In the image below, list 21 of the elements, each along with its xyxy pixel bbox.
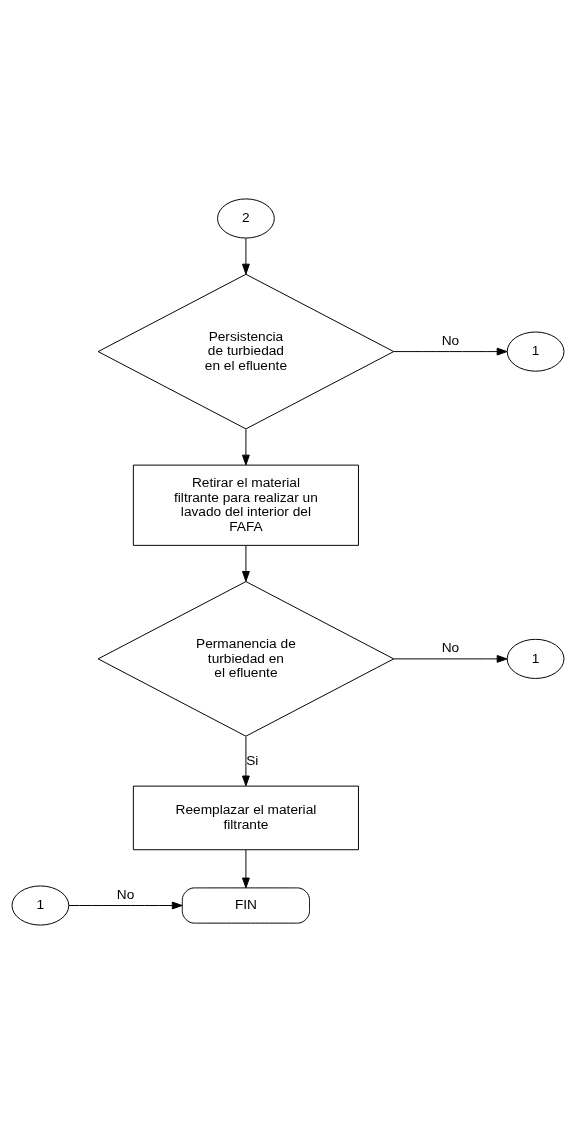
node-diamond: Permanencia de turbiedad en el efluente xyxy=(97,581,395,737)
node-box: Retirar el material filtrante para realizar un lavado del interior del FAFA xyxy=(132,464,359,546)
arrow xyxy=(242,849,250,889)
node-ellipse: 1 xyxy=(506,638,565,679)
arrow xyxy=(393,654,508,663)
node-box: Reemplazar el material filtrante xyxy=(132,785,359,851)
node-ellipse: 1 xyxy=(11,885,70,926)
arrow xyxy=(242,428,250,466)
arrow xyxy=(242,736,250,787)
arrow xyxy=(68,901,183,910)
arrow xyxy=(242,545,250,582)
arrow xyxy=(393,347,508,356)
node-ellipse: 1 xyxy=(506,331,565,372)
edge-label: No xyxy=(441,332,460,348)
node-diamond: Persistencia de turbiedad en el efluente xyxy=(97,273,395,430)
node-ellipse: 2 xyxy=(217,198,275,239)
node-box: FIN xyxy=(181,887,310,924)
edge-label: Si xyxy=(246,752,259,768)
edge-label: No xyxy=(441,640,460,656)
edge-label: No xyxy=(116,886,135,902)
arrow xyxy=(242,237,250,275)
